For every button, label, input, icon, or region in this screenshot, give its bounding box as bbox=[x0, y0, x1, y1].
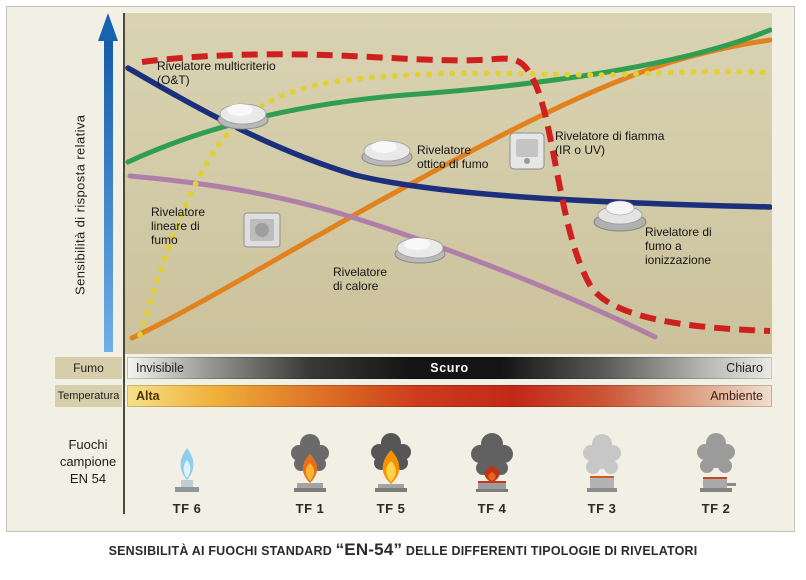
smoke-detector-dome-icon bbox=[217, 103, 269, 130]
smoke-detector-dome-icon bbox=[361, 140, 413, 167]
y-axis-label: Sensibilità di risposta relativa bbox=[72, 114, 88, 296]
smoke-center-label: Scuro bbox=[430, 361, 469, 375]
fire-icon-tf2 bbox=[697, 433, 736, 492]
figure-caption: SENSIBILITÀ AI FUOCHI STANDARD “EN-54” D… bbox=[0, 540, 806, 560]
fire-icon-tf6 bbox=[175, 448, 199, 492]
detector-label-lineare: Rivelatore lineare di fumo bbox=[151, 205, 206, 247]
tf-label: TF 4 bbox=[477, 501, 507, 516]
curve-fiamma bbox=[141, 51, 771, 334]
fire-icon-tf4 bbox=[471, 433, 513, 492]
detector-label-fiamma: Rivelatore di fiamma (IR o UV) bbox=[555, 129, 665, 157]
test-fire-item: TF 3 bbox=[567, 430, 637, 516]
smoke-left-label: Invisibile bbox=[136, 361, 184, 375]
tf-label: TF 5 bbox=[376, 501, 406, 516]
temperature-row-label: Temperatura bbox=[55, 385, 122, 407]
curve-ionizzazione bbox=[125, 65, 772, 210]
test-fire-item: TF 6 bbox=[152, 430, 222, 516]
linear-smoke-detector-box-icon bbox=[243, 212, 281, 248]
y-axis-arrow-icon bbox=[98, 13, 118, 352]
detector-label-calore: Rivelatore di calore bbox=[333, 265, 388, 293]
heat-detector-dome-icon bbox=[394, 237, 446, 264]
test-fire-item: TF 4 bbox=[457, 430, 527, 516]
detector-label-ottico: Rivelatore ottico di fumo bbox=[417, 143, 489, 171]
test-fires-row-label: Fuochi campione EN 54 bbox=[59, 437, 117, 486]
fire-icon-tf5 bbox=[371, 433, 411, 492]
detector-label-multicriterio: Rivelatore multicriterio (O&T) bbox=[157, 59, 276, 87]
arrow-shaft bbox=[104, 37, 113, 352]
caption-part2: DELLE DIFFERENTI TIPOLOGIE DI RIVELATORI bbox=[402, 544, 698, 558]
caption-en54: “EN-54” bbox=[335, 540, 403, 559]
fire-icon-tf1 bbox=[291, 434, 329, 492]
caption-part1: SENSIBILITÀ AI FUOCHI STANDARD bbox=[108, 544, 336, 558]
tf-label: TF 1 bbox=[295, 501, 325, 516]
plot-area: Rivelatore multicriterio (O&T) Rivelator… bbox=[125, 13, 772, 354]
fire-icon-tf3 bbox=[583, 434, 621, 492]
temperature-left-label: Alta bbox=[136, 389, 160, 403]
test-fire-item: TF 2 bbox=[681, 430, 751, 516]
tf-label: TF 3 bbox=[587, 501, 617, 516]
smoke-gradient-bar: Invisibile Scuro Chiaro bbox=[127, 357, 772, 379]
ionization-detector-dome-icon bbox=[593, 200, 647, 232]
smoke-right-label: Chiaro bbox=[726, 361, 763, 375]
smoke-row-label: Fumo bbox=[55, 357, 122, 379]
curves-canvas bbox=[125, 27, 772, 341]
axis-line bbox=[123, 13, 125, 514]
test-fire-item: TF 1 bbox=[275, 430, 345, 516]
flame-detector-box-icon bbox=[509, 132, 545, 170]
temperature-gradient-bar: Alta Ambiente bbox=[127, 385, 772, 407]
test-fire-item: TF 5 bbox=[356, 430, 426, 516]
curve-lineare-fumo bbox=[137, 68, 772, 338]
curve-multicriterio bbox=[125, 27, 772, 165]
detector-label-ionizzazione: Rivelatore di fumo a ionizzazione bbox=[645, 225, 712, 267]
tf-label: TF 2 bbox=[701, 501, 731, 516]
temperature-right-label: Ambiente bbox=[710, 389, 763, 403]
tf-label: TF 6 bbox=[172, 501, 202, 516]
arrow-head bbox=[98, 13, 118, 41]
